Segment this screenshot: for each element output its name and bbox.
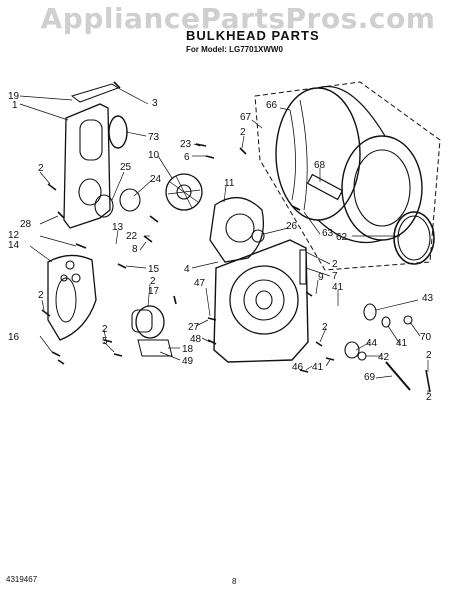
callout-5: 5 [102,336,108,347]
roller-assembly [363,303,377,321]
callout-15: 15 [148,264,160,275]
callout-69: 69 [364,372,376,383]
drum-rear-rim [275,87,361,221]
callout-70: 70 [420,332,432,343]
drum-seal-ring [393,211,435,265]
callout-48: 48 [190,334,202,345]
motor-bracket [137,339,173,357]
callout-13: 13 [112,222,124,233]
idler-belt-pulley-assembly [47,254,97,341]
callout-44: 44 [366,338,378,349]
drum-shell [317,86,386,244]
callout-2: 2 [426,350,432,361]
callout-10: 10 [148,150,160,161]
callout-41: 41 [332,282,344,293]
callout-1: 1 [12,100,18,111]
callout-63: 63 [322,228,334,239]
drum-dashed-enclosure [254,81,441,271]
callout-2: 2 [38,290,44,301]
callout-26: 26 [286,221,298,232]
watermark-logo-text: AppliancePartsPros.com [40,2,436,35]
page-number: 8 [232,577,237,586]
callout-66: 66 [266,100,278,111]
callout-73: 73 [148,132,160,143]
callout-24: 24 [150,174,162,185]
rear-bearing-seal [94,194,114,218]
callout-2: 2 [38,163,44,174]
drum-baffle [306,173,344,201]
callout-62: 62 [336,232,348,243]
callout-2: 2 [426,392,432,403]
model-subtitle: For Model: LG7701XWW0 [186,45,283,54]
blower-wheel [165,173,203,211]
callout-2: 2 [102,324,108,335]
rear-bearing [119,188,141,212]
belt-tension-rod [385,361,411,391]
blower-housing [209,197,265,263]
callout-2: 2 [150,276,156,287]
callout-68: 68 [314,160,326,171]
callout-19: 19 [8,91,20,102]
callout-49: 49 [182,356,194,367]
front-bulkhead-panel [213,239,309,363]
drive-motor [135,305,165,339]
callout-25: 25 [120,162,132,173]
callout-41: 41 [312,362,324,373]
callout-42: 42 [378,352,390,363]
rear-bulkhead-slot [79,119,103,161]
callout-23: 23 [180,139,192,150]
callout-11: 11 [224,178,235,189]
rear-bulkhead [63,103,111,229]
callout-8: 8 [132,244,138,255]
callout-46: 46 [292,362,304,373]
callout-27: 27 [188,322,200,333]
callout-67: 67 [240,112,252,123]
callout-2: 2 [322,322,328,333]
callout-47: 47 [194,278,206,289]
document-number: 4319467 [6,575,38,584]
page-title: BULKHEAD PARTS [186,28,320,43]
callout-6: 6 [184,152,190,163]
callout-14: 14 [8,240,20,251]
callout-17: 17 [148,286,160,297]
callout-28: 28 [20,219,32,230]
callout-7: 7 [332,271,338,282]
callout-41: 41 [396,338,408,349]
callout-2: 2 [332,259,338,270]
callout-9: 9 [318,272,324,283]
duct-seal [108,115,128,149]
callout-2: 2 [240,127,246,138]
callout-12: 12 [8,230,20,241]
callout-4: 4 [184,264,190,275]
callout-16: 16 [8,332,20,343]
callout-43: 43 [422,293,434,304]
callout-18: 18 [182,344,194,355]
callout-3: 3 [152,98,158,109]
callout-22: 22 [126,231,138,242]
